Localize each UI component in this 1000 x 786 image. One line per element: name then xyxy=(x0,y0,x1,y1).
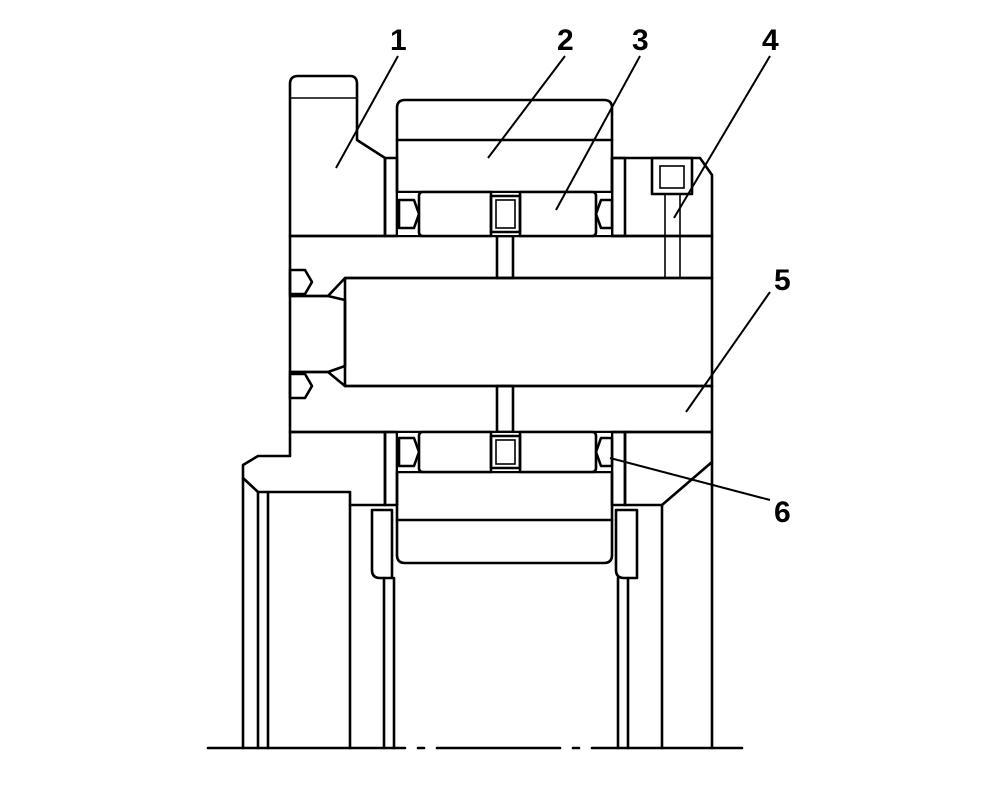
housing-upper xyxy=(288,74,387,238)
callout-1: 1 xyxy=(390,24,407,57)
right-cover-upper xyxy=(610,156,714,238)
housing-lower xyxy=(241,430,387,507)
callout-6: 6 xyxy=(774,496,791,529)
inner-ring-lower xyxy=(288,370,714,434)
outer-ring-lower xyxy=(395,470,614,522)
seal-left-upper xyxy=(383,156,399,238)
roller-lower-1 xyxy=(417,430,493,474)
grease-fitting xyxy=(650,156,694,278)
callout-4: 4 xyxy=(762,24,779,57)
leader-lines xyxy=(335,55,771,501)
roller-upper-2 xyxy=(518,190,598,238)
seal-right-upper xyxy=(610,156,627,238)
seal-right-lower xyxy=(610,430,627,507)
roller-row-upper xyxy=(396,190,614,238)
callout-3: 3 xyxy=(632,24,649,57)
callout-2: 2 xyxy=(557,24,574,57)
inner-ring-upper xyxy=(288,234,714,298)
housing-extension xyxy=(241,460,714,750)
cage-upper-right xyxy=(594,198,614,230)
cage-upper-left xyxy=(397,198,421,230)
roller-lower-2 xyxy=(518,430,598,474)
callout-5: 5 xyxy=(774,264,791,297)
roller-upper-1 xyxy=(417,190,493,238)
seal-left-lower xyxy=(383,430,399,507)
roller-row-lower xyxy=(396,430,614,474)
right-cover-lower xyxy=(623,430,714,507)
shaft-bore xyxy=(343,276,714,388)
